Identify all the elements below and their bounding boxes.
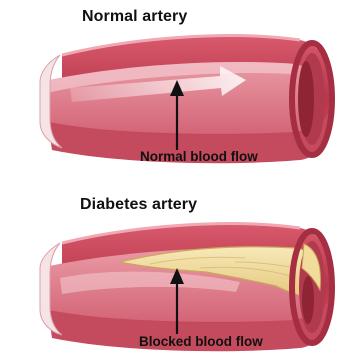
normal-flow-label: Normal blood flow (140, 149, 258, 164)
diabetes-artery-title: Diabetes artery (80, 196, 197, 214)
normal-artery (40, 36, 334, 164)
blocked-flow-label: Blocked blood flow (139, 334, 263, 349)
diabetes-artery (40, 224, 334, 352)
normal-artery-title: Normal artery (82, 8, 187, 26)
